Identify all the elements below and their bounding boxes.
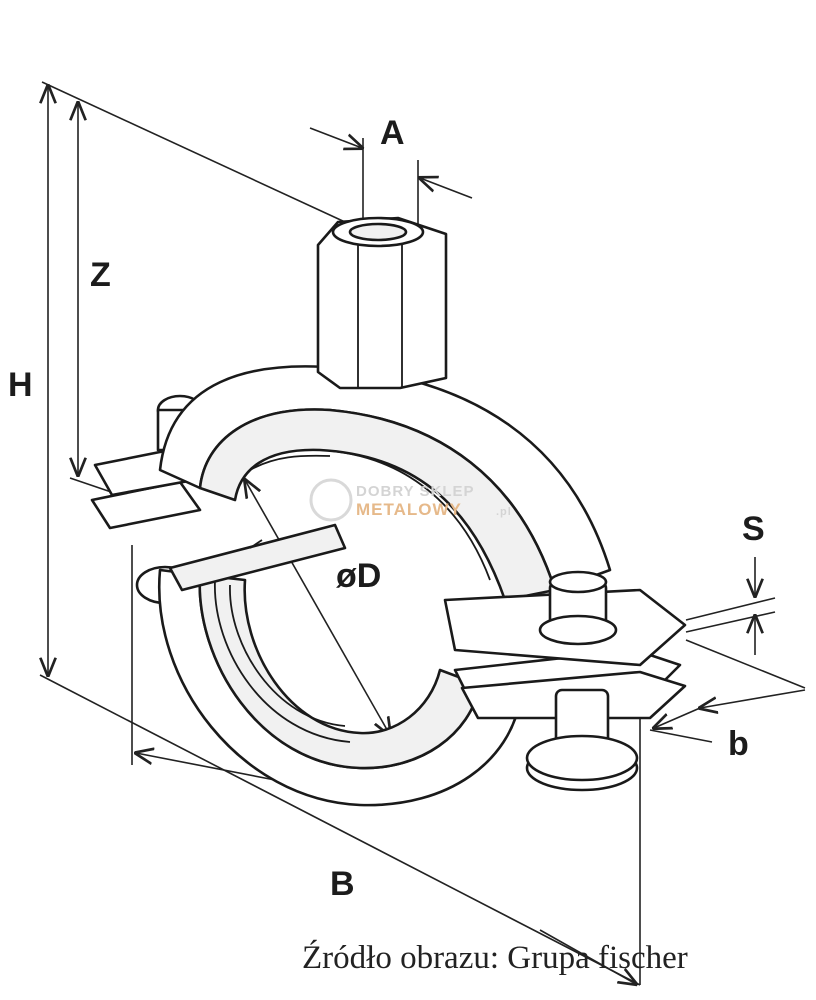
watermark-line1: DOBRY SKLEP [356,483,475,500]
label-A: A [380,114,405,152]
hex-nut [316,216,448,390]
label-S: S [742,510,765,548]
lower-clamp-half [90,445,687,807]
label-diameter-D: øD [336,557,381,595]
label-Z: Z [90,256,111,294]
upper-clamp-half [156,365,687,667]
watermark: DOBRY SKLEP METALOWY .pl [309,478,512,522]
watermark-line2: METALOWY [356,500,462,519]
label-B: B [330,865,355,903]
watermark-suffix: .pl [496,506,512,518]
dimension-lines [40,81,806,985]
image-source-caption: Źródło obrazu: Grupa fischer [302,940,688,976]
label-b: b [728,725,749,763]
label-H: H [8,366,33,404]
